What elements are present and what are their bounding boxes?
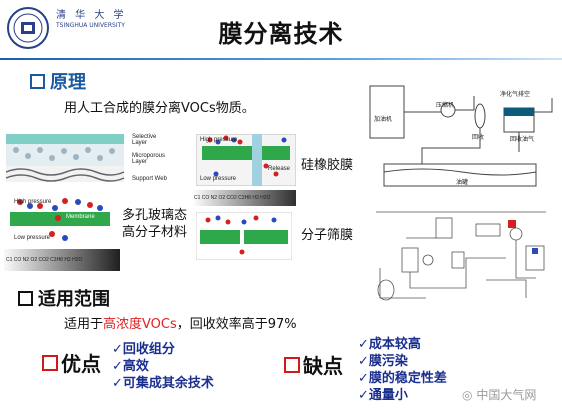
dispenser-label: 加油机 [374,117,393,123]
red-square-bullet-icon [42,354,58,371]
layer-label-selective: Selective Layer [132,134,157,146]
molecular-sieve-membrane-diagram [196,212,292,260]
cons-item: ✓通量小 [358,388,408,403]
title-divider [0,58,562,60]
pros-item: ✓可集成其余技术 [112,376,214,391]
pros-item: ✓回收组分 [112,342,175,357]
membrane-process-schematic [366,198,558,308]
pore-size-gradient-bar [4,249,120,271]
release-label: Release [268,166,291,172]
low-pressure-label-1: Low pressure [14,235,51,241]
membrane-label-1: Membrane [66,214,95,220]
logo-subtext: TSINGHUA UNIVERSITY [56,22,125,29]
recovery-label: 回收 [472,135,485,141]
red-square-bullet-icon [284,356,300,373]
glassy-polymer-label: 多孔玻璃态高分子材料 [122,208,188,240]
university-logo-icon [7,7,49,49]
layer-label-microporous: Microporous Layer [132,153,166,165]
compressor-label: 压缩机 [436,103,455,109]
scope-text: 适用于高浓度VOCs，回收效率高于97% [64,313,297,332]
glassy-polymer-membrane-diagram [10,196,110,244]
watermark: ◎ 中国大气网 [462,386,536,403]
chat-bubble-icon: ◎ [462,388,473,402]
silicone-rubber-label: 硅橡胶膜 [301,158,354,173]
layered-membrane-diagram [6,134,125,182]
page-title: 膜分离技术 [218,20,344,48]
clean-air-label: 净化气排空 [500,92,531,98]
molecular-sieve-label: 分子筛膜 [301,228,354,243]
section-scope-heading: 适用范围 [18,285,110,311]
rubber-gradient-labels: C1 CO N2 O2 CO2 C3H8 H2 H2O [194,195,271,201]
pros-list: ✓回收组分 ✓高效 ✓可集成其余技术 [112,341,214,392]
high-pressure-label-2: High pressure [200,137,238,143]
pros-item: ✓高效 [112,359,149,374]
cons-item: ✓成本较高 [358,337,421,352]
section-principle-heading: 原理 [30,68,86,94]
gradient-scale-labels: C1 CO N2 O2 CO2 C3H8 H2 H2O [6,257,83,263]
pros-heading: 优点 [42,348,101,377]
scope-text-pre: 适用于 [64,317,104,332]
high-pressure-label-1: High pressure [14,199,52,205]
square-bullet-icon [18,290,33,306]
square-bullet-icon [30,73,45,89]
cons-heading: 缺点 [284,350,343,379]
low-pressure-label-2: Low pressure [200,176,237,182]
layer-label-support: Support Web [132,176,167,182]
recycled-gas-label: 回收油气 [510,137,535,143]
silicone-rubber-membrane-diagram [196,134,296,186]
logo-text: 清 华 大 学 [56,10,127,21]
watermark-text: 中国大气网 [476,388,537,402]
rubber-gradient-bar [192,190,296,206]
scope-text-highlight: 高浓度VOCs [103,317,177,332]
oil-vapor-recovery-flow-diagram [362,68,558,190]
cons-list: ✓成本较高 ✓膜污染 ✓膜的稳定性差 ✓通量小 [358,336,447,404]
scope-text-post: ，回收效率高于97% [176,317,297,332]
tank-label: 油罐 [456,180,469,186]
principle-text: 用人工合成的膜分离VOCs物质。 [64,101,255,116]
cons-item: ✓膜污染 [358,354,408,369]
cons-item: ✓膜的稳定性差 [358,371,447,386]
